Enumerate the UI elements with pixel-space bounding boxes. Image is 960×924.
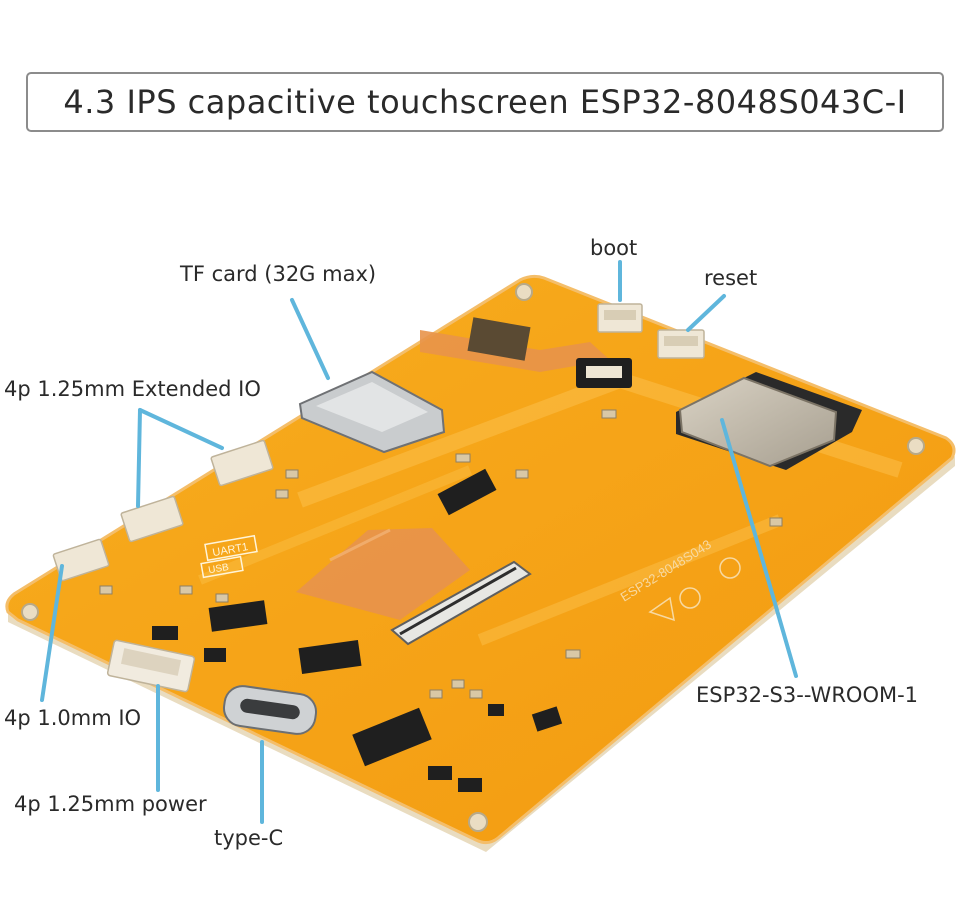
label-boot: boot xyxy=(590,236,638,260)
lcd-ribbon xyxy=(296,528,470,620)
page-title: 4.3 IPS capacitive touchscreen ESP32-804… xyxy=(63,83,907,121)
ic-chips xyxy=(152,468,563,792)
power-connector xyxy=(106,639,196,693)
label-extended-io: 4p 1.25mm Extended IO xyxy=(4,377,261,401)
label-type-c: type-C xyxy=(214,826,284,850)
cert-marks xyxy=(648,557,741,622)
small-connector xyxy=(576,358,632,388)
label-io-1mm: 4p 1.0mm IO xyxy=(4,706,142,730)
usb-c-port xyxy=(222,685,318,735)
label-power: 4p 1.25mm power xyxy=(14,792,207,816)
boot-connector xyxy=(597,303,643,333)
usb-silkscreen: USB xyxy=(208,562,230,576)
extended-io-connector-2 xyxy=(120,495,184,543)
label-module: ESP32-S3--WROOM-1 xyxy=(696,683,919,707)
passive-components xyxy=(99,409,783,699)
leader-lines xyxy=(40,260,798,824)
reset-connector xyxy=(657,329,705,359)
extended-io-connector-1 xyxy=(210,439,274,487)
mounting-holes xyxy=(21,283,925,832)
label-reset: reset xyxy=(704,266,758,290)
esp32-module xyxy=(676,372,862,470)
tf-card-slot xyxy=(298,370,446,454)
silkscreen-usb-box: USB xyxy=(200,555,244,579)
label-tf-card: TF card (32G max) xyxy=(180,262,377,286)
silkscreen-uart-box: UART1 xyxy=(204,534,258,562)
fpc-connector xyxy=(390,560,532,646)
title-box: 4.3 IPS capacitive touchscreen ESP32-804… xyxy=(26,72,944,132)
io-1mm-connector xyxy=(52,538,110,582)
